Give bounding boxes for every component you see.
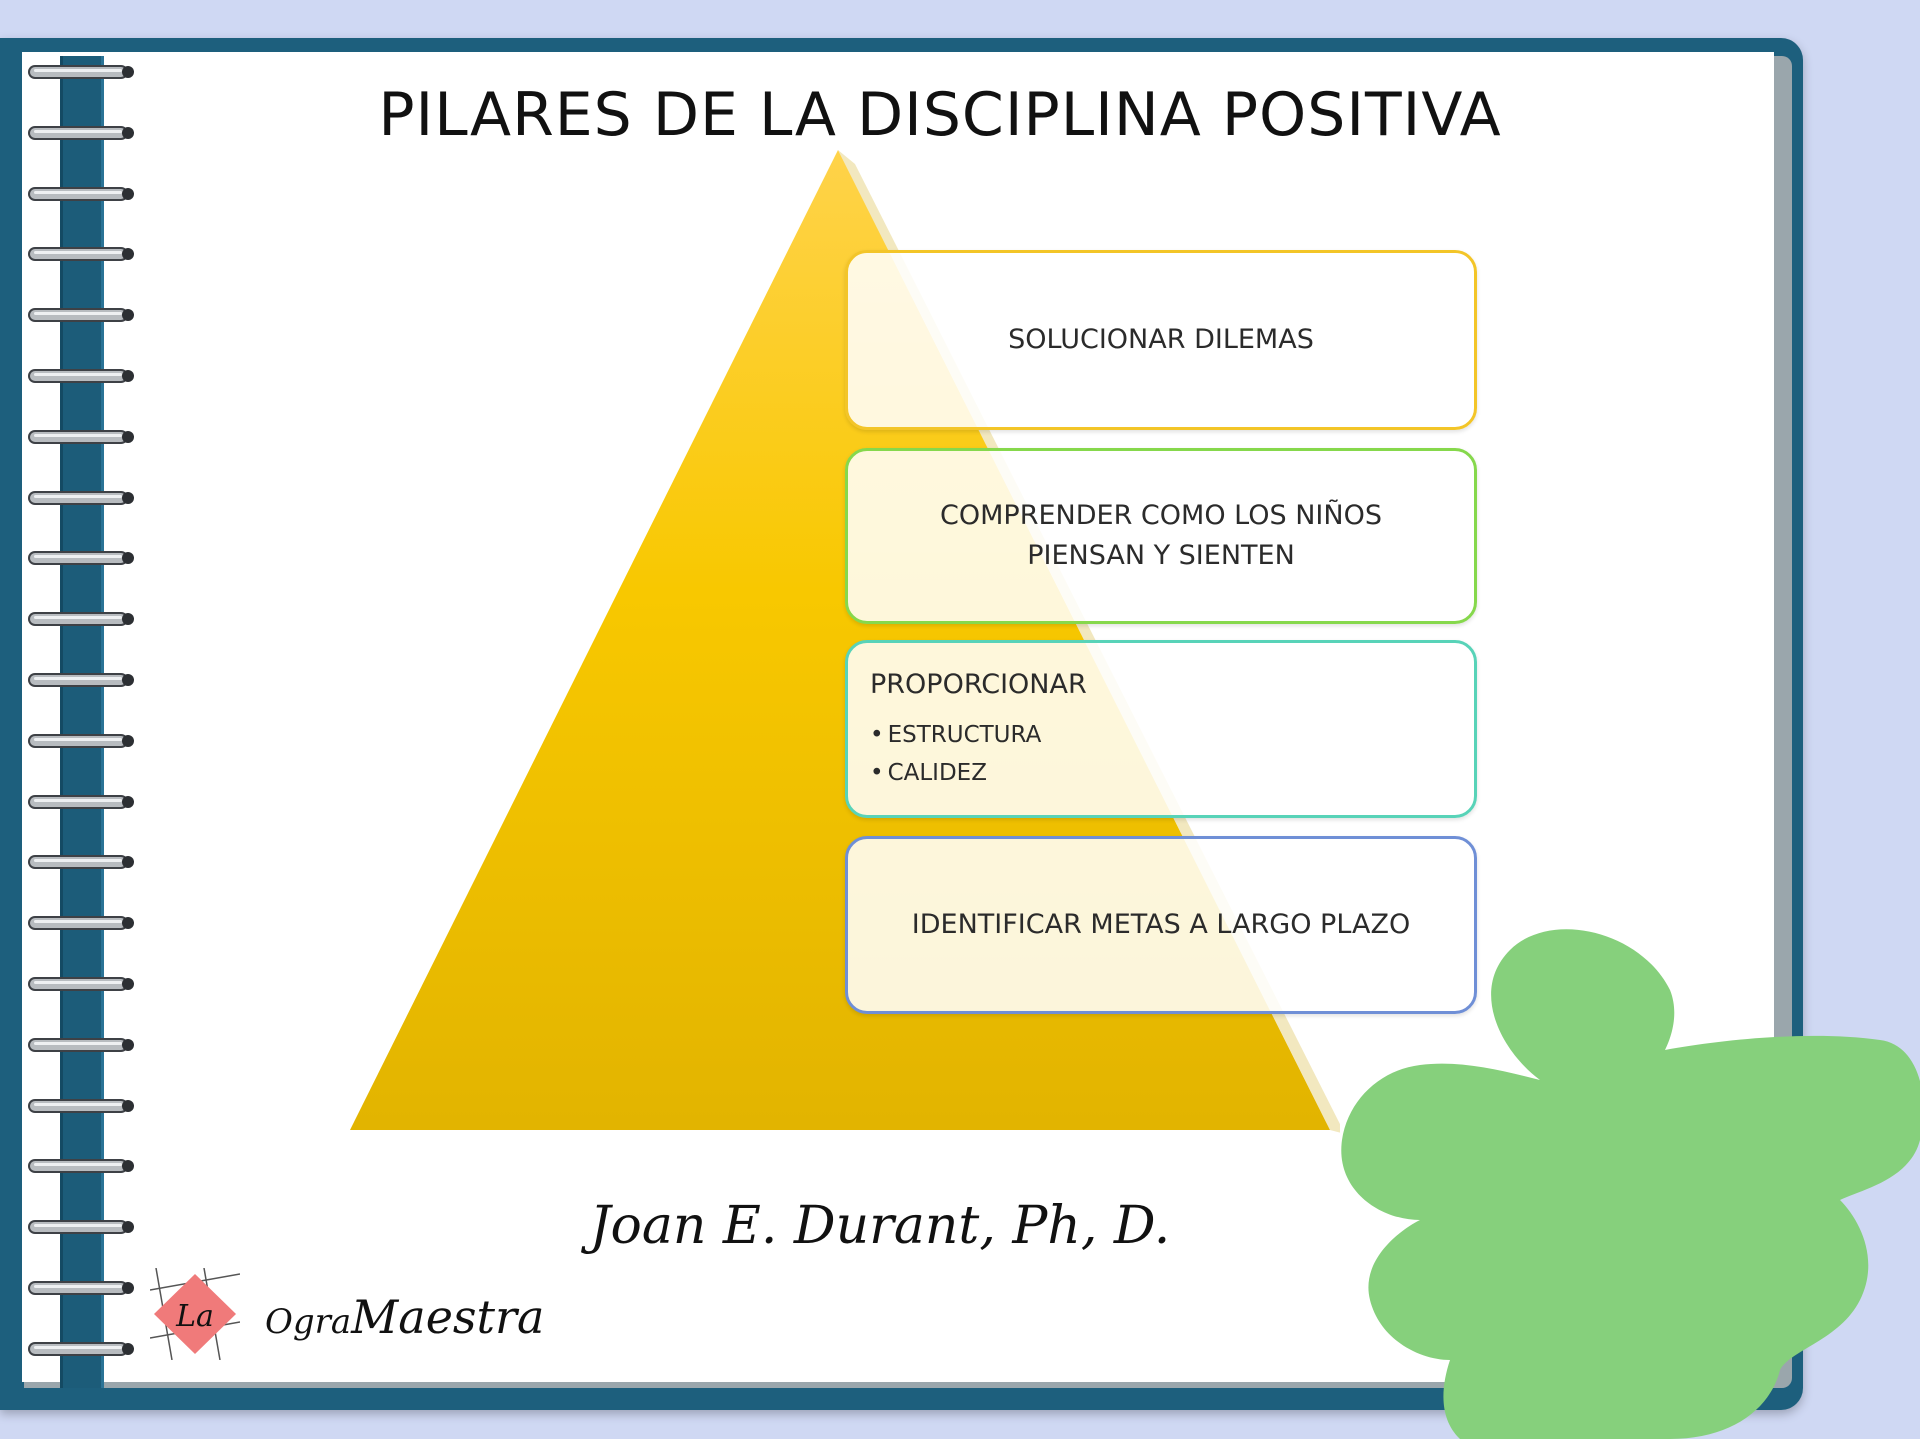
pyramid-level-2: COMPRENDER COMO LOS NIÑOS PIENSAN Y SIEN… <box>845 448 1477 624</box>
bullet-icon: • <box>870 721 884 748</box>
binding-ring <box>24 791 134 813</box>
level-2-text: COMPRENDER COMO LOS NIÑOS PIENSAN Y SIEN… <box>940 496 1382 577</box>
svg-text:La: La <box>175 1299 214 1334</box>
binding-ring <box>24 183 134 205</box>
green-hand-decoration <box>1341 929 1920 1439</box>
binding-ring <box>24 1216 134 1238</box>
binding-ring <box>24 1095 134 1117</box>
level-3-heading: PROPORCIONAR <box>870 669 1087 700</box>
logo-word-2: Maestra <box>351 1290 545 1344</box>
level-2-line-1: COMPRENDER COMO LOS NIÑOS <box>940 499 1382 531</box>
level-3-item-text: ESTRUCTURA <box>887 721 1042 748</box>
binding-ring <box>24 547 134 569</box>
binding-ring <box>24 1155 134 1177</box>
binding-ring <box>24 365 134 387</box>
page-title: PILARES DE LA DISCIPLINA POSITIVA <box>378 80 1502 150</box>
binding-ring <box>24 912 134 934</box>
level-4-text: IDENTIFICAR METAS A LARGO PLAZO <box>911 908 1411 940</box>
bullet-icon: • <box>870 759 884 786</box>
binding-ring <box>24 730 134 752</box>
level-1-text: SOLUCIONAR DILEMAS <box>1008 323 1314 355</box>
pyramid-level-4: IDENTIFICAR METAS A LARGO PLAZO <box>845 836 1477 1014</box>
pyramid-level-3: PROPORCIONAR •ESTRUCTURA •CALIDEZ <box>845 640 1477 818</box>
binding-ring <box>24 608 134 630</box>
binding-ring <box>24 851 134 873</box>
level-3-item: •ESTRUCTURA <box>870 716 1474 754</box>
binding-ring <box>24 122 134 144</box>
logo-word-1: Ogra <box>265 1302 352 1342</box>
level-3-item: •CALIDEZ <box>870 754 1474 792</box>
binding-ring <box>24 669 134 691</box>
binding-ring <box>24 426 134 448</box>
binding-ring <box>24 487 134 509</box>
level-3-item-text: CALIDEZ <box>887 759 987 786</box>
pyramid-level-1: SOLUCIONAR DILEMAS <box>845 250 1477 430</box>
binding-ring <box>24 1034 134 1056</box>
binding-ring <box>24 973 134 995</box>
binding-ring <box>24 61 134 83</box>
logo-mark-icon: La <box>150 1268 240 1360</box>
logo: La OgraMaestra <box>150 1268 570 1360</box>
logo-wordmark: OgraMaestra <box>265 1290 544 1344</box>
author-credit: Joan E. Durant, Ph, D. <box>589 1196 1171 1256</box>
level-2-line-2: PIENSAN Y SIENTEN <box>1027 540 1295 571</box>
binding-ring <box>24 243 134 265</box>
binding-ring <box>24 304 134 326</box>
binding-ring <box>24 1338 134 1360</box>
binding-ring <box>24 1277 134 1299</box>
